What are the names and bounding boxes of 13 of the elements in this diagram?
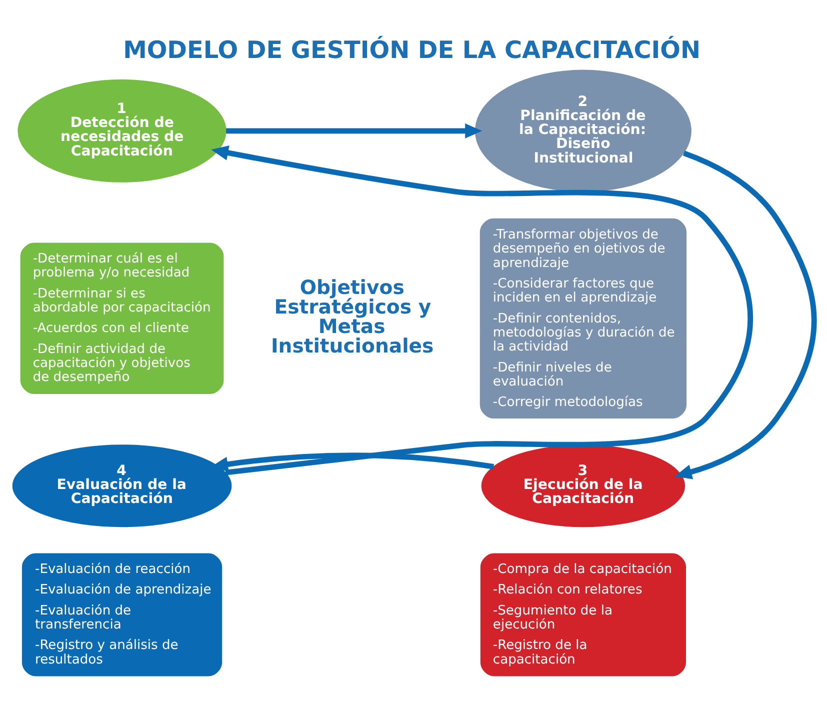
arrow — [674, 150, 817, 480]
node-box: -Compra de la capacitación -Relación con relatores -Segumiento de la ejecución -Registro de la capacitación — [480, 553, 686, 676]
arrow — [226, 123, 482, 138]
node-box: -Evaluación de reacción -Evaluación de aprendizaje -Evaluación de transferencia -Registro y análisis de resultados — [22, 553, 222, 676]
node-box: -Transformar objetivos de desempeño en ojetivos de aprendizaje -Considerar factores que inciden en el aprendizaje -Definir contenidos, metodologías y duración de la actividad -Definir niveles de evaluación -Corregir metodologías — [480, 218, 687, 418]
node-ellipse: 2 Planificación de la Capacitación: Diseño Institucional — [474, 70, 692, 192]
arrow — [211, 146, 753, 476]
node-box: -Determinar cuál es el problema y/o necesidad -Determinar si es abordable por capacitación -Acuerdos con el cliente -Definir actividad de capacitación y objetivos de desempeño — [20, 242, 224, 394]
node-ellipse: 1 Detección de necesidades de Capacitación — [18, 79, 226, 182]
node-ellipse: 3 Ejecución de la Capacitación — [481, 444, 686, 528]
diagram-title: MODELO DE GESTIÓN DE LA CAPACITACIÓN — [123, 36, 701, 64]
label: Objetivos Estratégicos y Metas Institucionales — [271, 276, 434, 358]
node-ellipse: 4 Evaluación de la Capacitación — [12, 444, 232, 528]
